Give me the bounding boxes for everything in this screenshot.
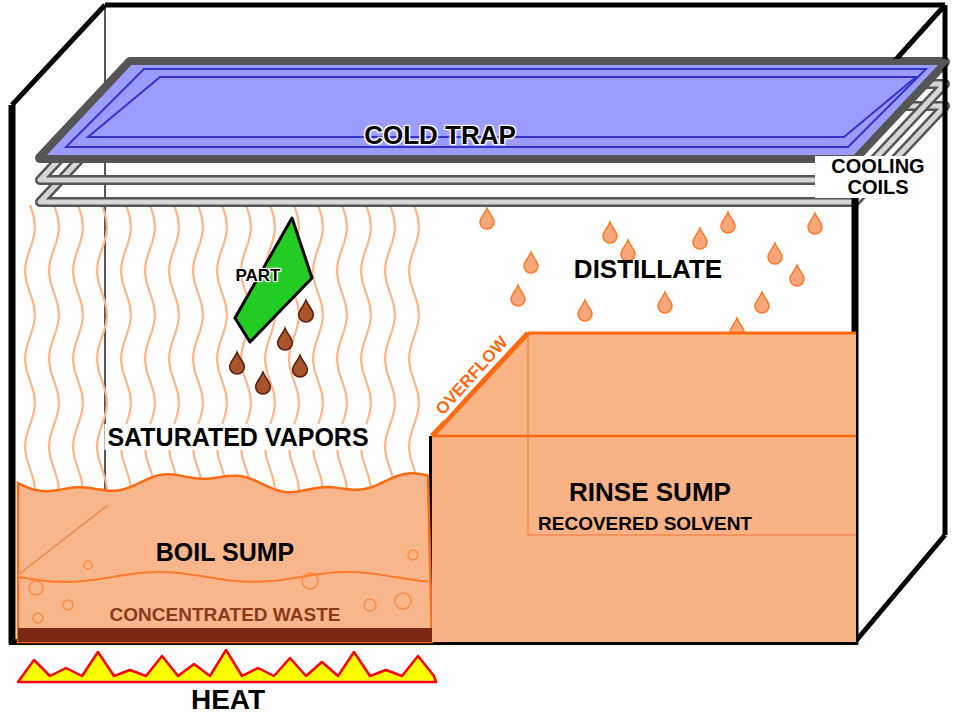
- boil-liquid: [18, 473, 432, 642]
- vapor-wave: [241, 205, 251, 499]
- vapor-wave: [385, 205, 395, 499]
- distillate-drop: [511, 285, 525, 306]
- liquid-ripple: [18, 572, 428, 582]
- vapor-wave: [121, 205, 131, 499]
- boil-bubble: [408, 550, 418, 560]
- tank-edge: [105, 3, 945, 8]
- distillate-drop: [808, 213, 822, 234]
- vapor-wave: [25, 205, 35, 499]
- boil-bubble: [84, 561, 92, 569]
- cold-trap-band: COLD TRAP: [36, 55, 950, 165]
- vapor-wave: [49, 205, 59, 499]
- rinse-back-edge: [528, 332, 856, 335]
- vapor-wave: [145, 205, 155, 499]
- boil-sump: BOIL SUMP CONCENTRATED WASTE: [18, 455, 434, 645]
- part-plate: PART: [226, 210, 322, 352]
- sump-inner-edge: [18, 505, 108, 575]
- distillate-drop: [658, 292, 672, 313]
- distillate-drop: [768, 243, 782, 264]
- distillate-drop: [524, 252, 538, 273]
- solvent-drip: [293, 355, 308, 377]
- rinse-sump: RINSE SUMP RECOVERED SOLVENT: [430, 330, 858, 642]
- distillate-drop: [603, 222, 617, 243]
- cooling-coils: [40, 62, 945, 202]
- overflow-weir: [432, 333, 528, 436]
- vapor-wave: [409, 205, 419, 499]
- boil-bubble: [63, 600, 73, 610]
- node-subtitle: CONCENTRATED WASTE: [110, 605, 341, 626]
- vapor-wave: [97, 205, 107, 499]
- distillate-drop: [578, 300, 592, 321]
- node-title: BOIL SUMP: [156, 539, 294, 567]
- vapors-label: SATURATED VAPORS: [104, 424, 371, 450]
- solvent-drip: [256, 372, 271, 394]
- tank-edge: [855, 535, 945, 642]
- boil-bubble: [29, 581, 43, 595]
- boil-bubble: [33, 613, 43, 623]
- coil-label: COOLING COILS: [815, 156, 941, 198]
- boil-bubble: [364, 599, 376, 611]
- flame-row: [18, 650, 436, 682]
- coil-loop: [40, 62, 945, 158]
- tank-edge: [9, 105, 16, 644]
- coil-loop-highlight: [40, 62, 945, 158]
- node-subtitle: RECOVERED SOLVENT: [538, 514, 752, 535]
- distillate-drop: [480, 208, 494, 229]
- rinse-front-edge: [432, 435, 856, 438]
- rinse-liquid: [432, 436, 856, 642]
- heat-flames: [18, 650, 436, 682]
- node-title: COLD TRAP: [364, 121, 516, 150]
- boil-bubble: [395, 593, 411, 609]
- tank-outline: [9, 5, 945, 644]
- solvent-drip: [299, 300, 314, 322]
- cold-trap-surface: [40, 62, 945, 158]
- tank-edge: [943, 5, 948, 535]
- node-title: RINSE SUMP: [569, 478, 731, 507]
- solvent-drip: [278, 328, 293, 350]
- vapor-wave: [217, 205, 227, 499]
- distillate-label: DISTILLATE: [574, 256, 722, 283]
- vapor-wave: [73, 205, 83, 499]
- solvent-drip: [230, 352, 245, 374]
- vapor-wave: [337, 205, 347, 499]
- rinse-inner-edge: [527, 333, 529, 535]
- vapor-wave: [169, 205, 179, 499]
- distillate-drop: [721, 212, 735, 233]
- vapor-wave: [193, 205, 203, 499]
- vapor-waves: [25, 205, 419, 499]
- boil-bubble: [302, 573, 318, 589]
- rinse-inner-edge: [528, 534, 856, 536]
- distillate-drop: [790, 265, 804, 286]
- vapor-wave: [361, 205, 371, 499]
- waste-layer: [18, 628, 432, 642]
- distillate-drops: [480, 208, 822, 339]
- node-title: PART: [235, 267, 280, 286]
- distillate-drop: [693, 228, 707, 249]
- distillate-drop: [755, 292, 769, 313]
- tank-edge: [12, 5, 105, 105]
- vapor-wave: [313, 205, 323, 499]
- part-shape: [235, 218, 312, 342]
- heat-label: HEAT: [191, 685, 265, 714]
